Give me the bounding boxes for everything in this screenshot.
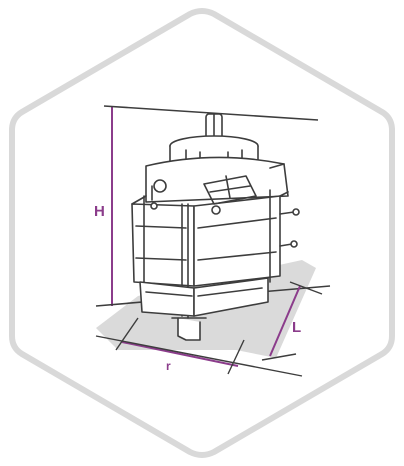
height-label: H — [94, 203, 105, 220]
cooling-tower — [131, 113, 300, 341]
length-label: L — [292, 319, 301, 336]
width-dimension — [95, 317, 303, 377]
length-dimension — [261, 281, 323, 361]
width-label: r — [166, 359, 171, 373]
